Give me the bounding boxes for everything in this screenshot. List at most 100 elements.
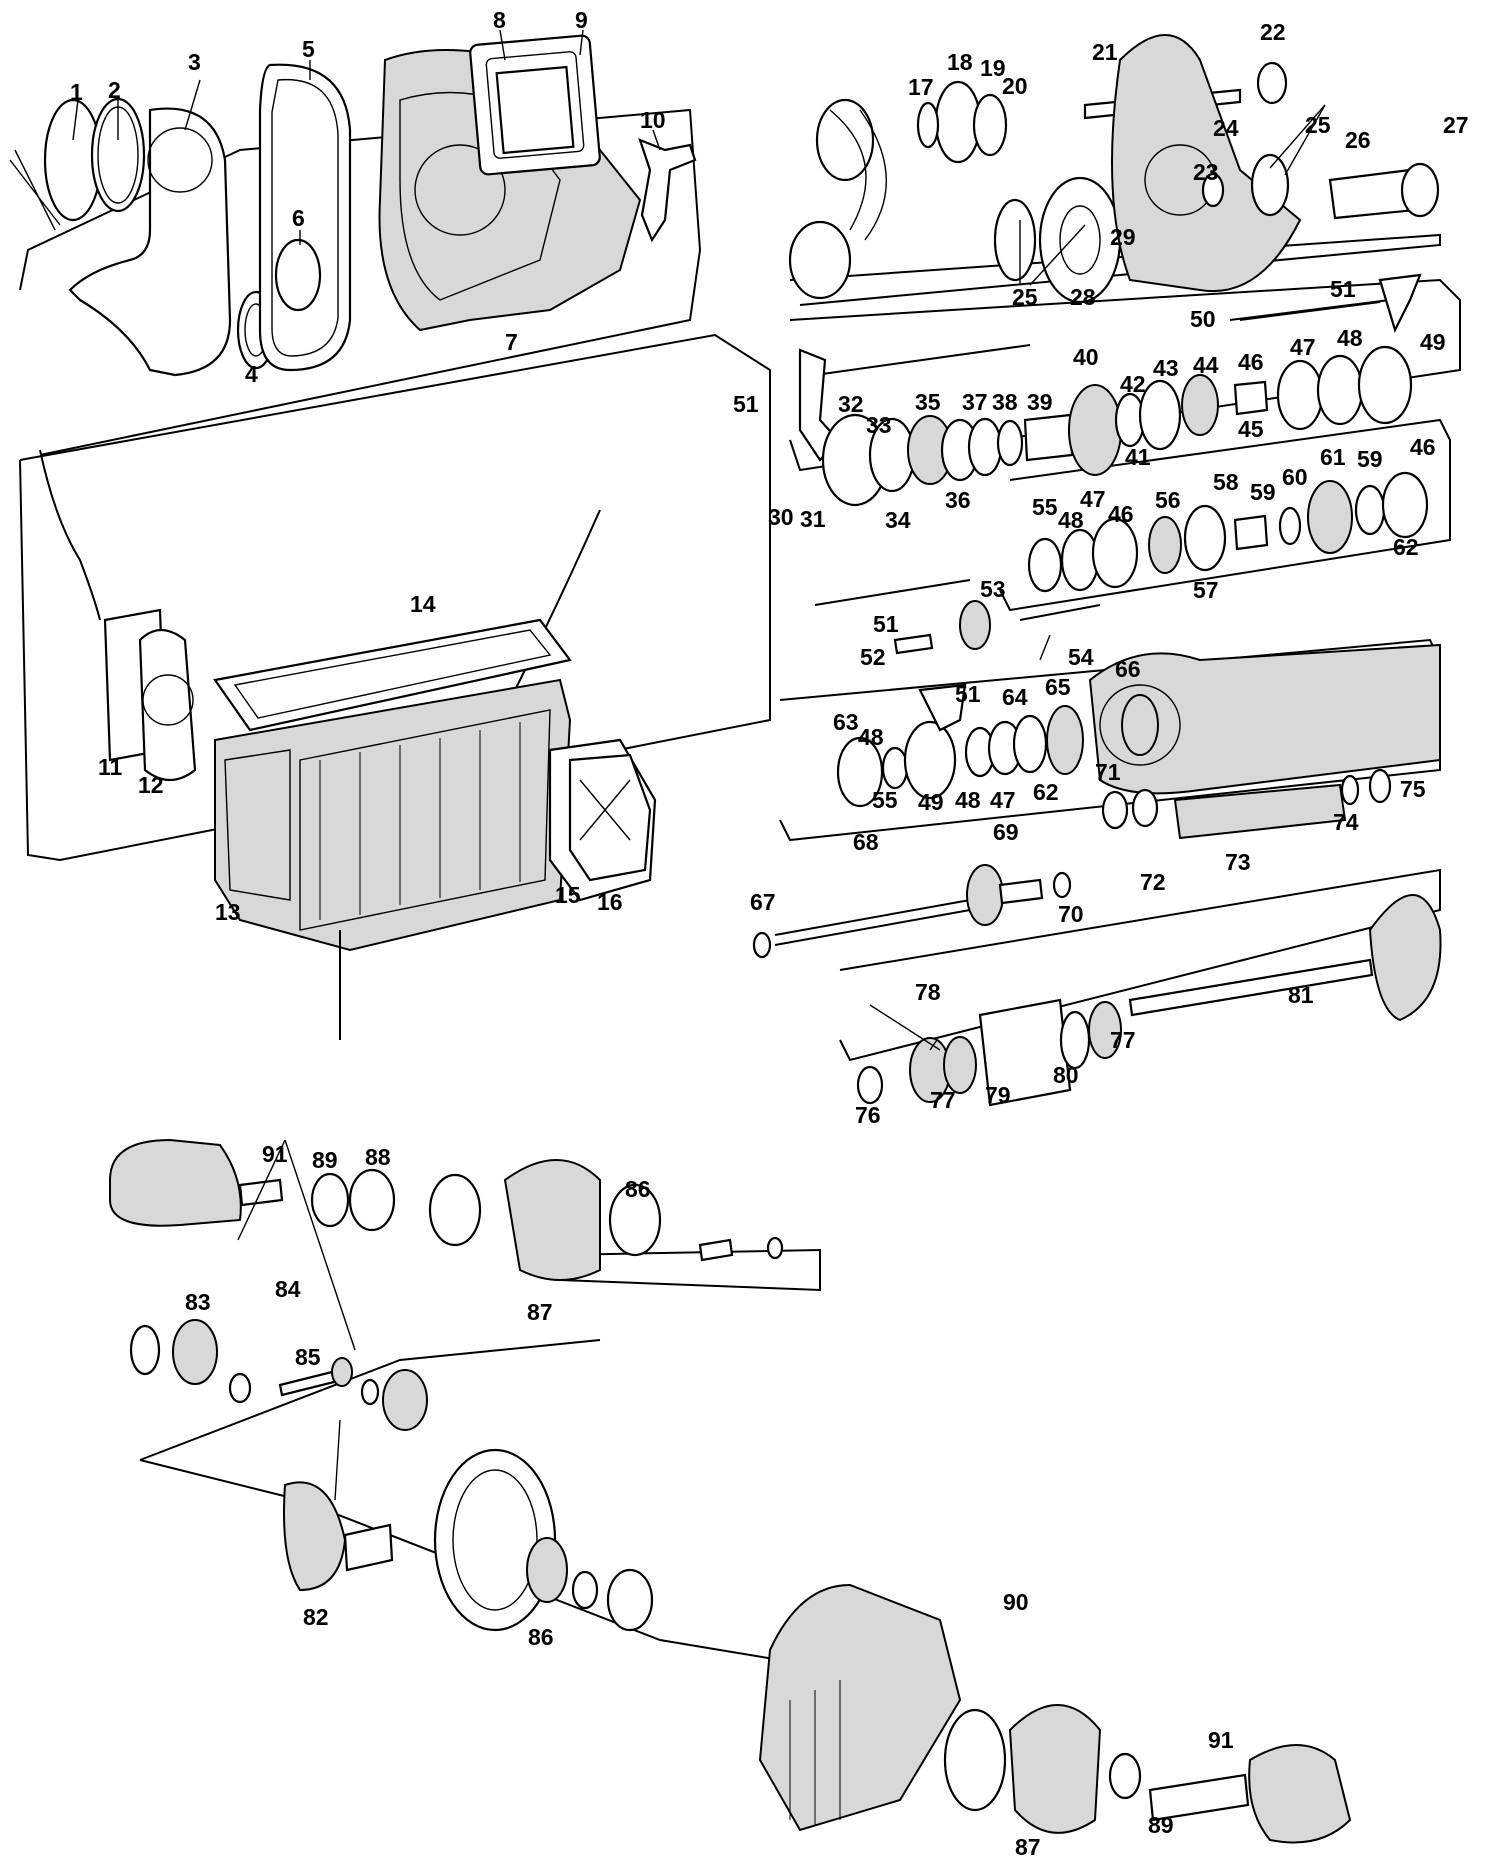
callout-64: 64 (1002, 684, 1028, 710)
callout-8: 8 (493, 7, 506, 33)
callout-49-row1: 49 (1420, 329, 1446, 355)
callout-3: 3 (188, 49, 201, 75)
callout-21: 21 (1092, 39, 1118, 65)
callout-31: 31 (800, 506, 826, 532)
callout-46-row1: 46 (1238, 349, 1264, 375)
callout-7: 7 (505, 329, 518, 355)
callout-75: 75 (1400, 776, 1426, 802)
callout-40: 40 (1073, 344, 1099, 370)
callout-48-row1: 48 (1337, 325, 1363, 351)
callout-62-row3: 62 (1033, 779, 1059, 805)
callout-49-row3: 49 (918, 789, 944, 815)
callout-45: 45 (1238, 416, 1264, 442)
callout-84: 84 (275, 1276, 301, 1302)
parts-differential (856, 894, 1442, 1107)
callout-89-bottom: 89 (1148, 1812, 1174, 1838)
callout-72: 72 (1140, 869, 1166, 895)
parts-left-case (39, 449, 657, 1040)
callout-12: 12 (138, 772, 164, 798)
callout-29: 29 (1110, 224, 1136, 250)
callout-11: 11 (98, 754, 123, 780)
callout-59-row2-right: 59 (1357, 446, 1383, 472)
callout-17: 17 (908, 74, 934, 100)
callout-47-row1: 47 (1290, 334, 1316, 360)
callout-55-row2: 55 (1032, 494, 1058, 520)
callout-89-top: 89 (312, 1147, 338, 1173)
parts-bottom (283, 1448, 1352, 1844)
callout-71: 71 (1095, 759, 1121, 785)
callout-10: 10 (640, 107, 666, 133)
callout-26: 26 (1345, 127, 1371, 153)
callout-79: 79 (985, 1082, 1011, 1108)
callout-44: 44 (1193, 352, 1219, 378)
callout-20: 20 (1002, 73, 1028, 99)
callout-47-row3: 47 (990, 787, 1016, 813)
callout-36: 36 (945, 487, 971, 513)
callout-87-bottom: 87 (1015, 1834, 1041, 1858)
callout-53: 53 (980, 576, 1006, 602)
callout-48-row3-left: 48 (858, 724, 884, 750)
callout-14: 14 (410, 591, 436, 617)
parts-top-right (788, 34, 1440, 304)
callout-25-right: 25 (1305, 112, 1331, 138)
callout-48-row3-right: 48 (955, 787, 981, 813)
callout-88: 88 (365, 1144, 391, 1170)
callout-35: 35 (915, 389, 941, 415)
callout-34: 34 (885, 507, 911, 533)
callout-25-left: 25 (1012, 284, 1038, 310)
callout-68: 68 (853, 829, 879, 855)
callout-62-row2: 62 (1393, 534, 1419, 560)
callout-80: 80 (1053, 1062, 1079, 1088)
callout-43: 43 (1153, 355, 1179, 381)
callout-70: 70 (1058, 901, 1084, 927)
callout-63: 63 (833, 709, 859, 735)
callout-86-top: 86 (625, 1176, 651, 1202)
callout-18: 18 (947, 49, 973, 75)
leader-lines (72, 29, 1326, 1501)
callout-69: 69 (993, 819, 1019, 845)
callout-56: 56 (1155, 487, 1181, 513)
callout-19: 19 (980, 55, 1006, 81)
parts-shaft-rows (752, 273, 1441, 959)
callout-74: 74 (1333, 809, 1359, 835)
parts-top-left (9, 34, 697, 377)
callout-1: 1 (70, 79, 83, 105)
callout-55-row3: 55 (872, 787, 898, 813)
callout-51-left: 51 (733, 391, 759, 417)
callout-4: 4 (245, 361, 258, 387)
callout-6: 6 (292, 205, 305, 231)
callout-labels: 1 2 3 4 5 6 7 8 9 10 11 12 13 14 15 16 1… (70, 7, 1469, 1858)
callout-86-bottom: 86 (528, 1624, 554, 1650)
callout-76: 76 (855, 1102, 881, 1128)
callout-59-row2-left: 59 (1250, 479, 1276, 505)
callout-77-right: 77 (1110, 1027, 1136, 1053)
callout-38: 38 (992, 389, 1018, 415)
callout-73: 73 (1225, 849, 1251, 875)
callout-87-top: 87 (527, 1299, 553, 1325)
callout-67: 67 (750, 889, 776, 915)
callout-51-top: 51 (1330, 276, 1356, 302)
callout-41: 41 (1125, 444, 1151, 470)
callout-51-mid: 51 (873, 611, 899, 637)
callout-61: 61 (1320, 444, 1346, 470)
callout-83: 83 (185, 1289, 211, 1315)
callout-2: 2 (108, 77, 121, 103)
callout-90: 90 (1003, 1589, 1029, 1615)
callout-13: 13 (215, 899, 241, 925)
callout-28: 28 (1070, 284, 1096, 310)
callout-57: 57 (1193, 577, 1219, 603)
callout-15: 15 (555, 882, 581, 908)
callout-78: 78 (915, 979, 941, 1005)
callout-5: 5 (302, 36, 315, 62)
callout-91-top: 91 (262, 1141, 288, 1167)
callout-42: 42 (1120, 371, 1146, 397)
callout-32: 32 (838, 391, 864, 417)
callout-39: 39 (1027, 389, 1053, 415)
callout-81: 81 (1288, 982, 1314, 1008)
callout-46-row2-right: 46 (1410, 434, 1436, 460)
callout-66: 66 (1115, 656, 1141, 682)
callout-82: 82 (303, 1604, 329, 1630)
callout-16: 16 (597, 889, 623, 915)
callout-27: 27 (1443, 112, 1469, 138)
